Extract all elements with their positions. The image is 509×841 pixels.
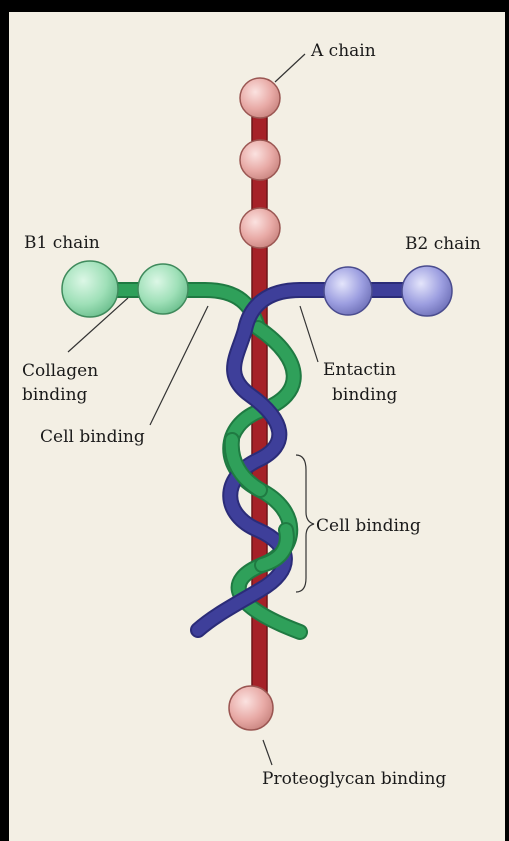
a-chain-globule-3 [240,208,280,248]
b2-globule-1 [324,267,372,315]
a-chain-globule-bottom [229,686,273,730]
b1-chain-label: B1 chain [24,233,100,253]
b1-globule-1 [62,261,118,317]
entactin-binding-label-line1: Entactin [323,360,396,380]
a-chain-globule-1 [240,78,280,118]
cell-binding-left-label: Cell binding [40,427,145,447]
a-chain-globule-2 [240,140,280,180]
b2-globule-2 [402,266,452,316]
b2-chain-label: B2 chain [405,234,481,254]
a-chain-label: A chain [310,41,376,61]
cell-binding-right-label: Cell binding [316,516,421,536]
collagen-binding-label-line2: binding [22,385,88,405]
b1-globule-2 [138,264,188,314]
collagen-binding-label-line1: Collagen [22,361,98,381]
entactin-binding-label-line2: binding [332,385,398,405]
proteoglycan-binding-label: Proteoglycan binding [262,769,446,789]
